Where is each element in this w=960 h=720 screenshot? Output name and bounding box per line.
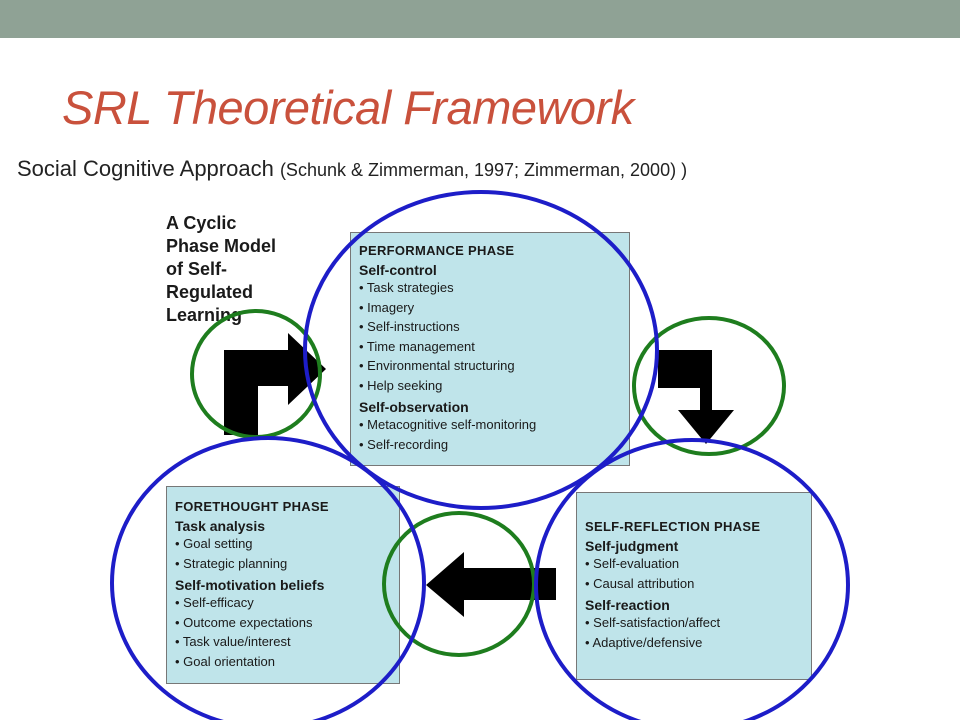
self-observation-heading: Self-observation — [359, 399, 469, 415]
list-item: • Task strategies — [359, 280, 454, 295]
forethought-phase-box: FORETHOUGHT PHASE Task analysis • Goal s… — [166, 486, 400, 684]
slide-subtitle: Social Cognitive Approach (Schunk & Zimm… — [17, 156, 687, 182]
list-item: • Self-satisfaction/affect — [585, 615, 721, 630]
subtitle-citation: (Schunk & Zimmerman, 1997; Zimmerman, 20… — [279, 160, 688, 180]
arrow-highlight-circle — [632, 316, 786, 456]
list-item: • Causal attribution — [585, 575, 695, 591]
model-label-line: Phase Model — [166, 236, 277, 256]
phase-highlight-circle — [303, 190, 659, 510]
arrow-left-icon — [426, 552, 556, 617]
self-judgment-heading: Self-judgment — [585, 538, 679, 554]
self-motivation-heading: Self-motivation beliefs — [175, 577, 325, 593]
task-analysis-heading: Task analysis — [175, 518, 266, 534]
model-label-line: A Cyclic — [166, 213, 237, 233]
self-control-heading: Self-control — [359, 262, 437, 278]
list-item: • Self-recording — [359, 436, 449, 452]
list-item: • Self-instructions — [359, 319, 460, 334]
list-item: • Self-evaluation — [585, 556, 680, 571]
list-item: • Help seeking — [359, 377, 443, 393]
list-item: • Imagery — [359, 299, 415, 315]
list-item: • Metacognitive self-monitoring — [359, 417, 537, 432]
list-item: • Task value/interest — [175, 634, 291, 649]
list-item: • Goal orientation — [175, 653, 275, 669]
model-label-line: Regulated — [166, 282, 254, 302]
list-item: • Adaptive/defensive — [585, 634, 703, 650]
model-label-line: of Self- — [166, 259, 227, 279]
top-bar — [0, 0, 960, 38]
list-item: • Self-efficacy — [175, 595, 254, 610]
self-reflection-phase-box: SELF-REFLECTION PHASE Self-judgment • Se… — [576, 492, 812, 680]
self-reaction-heading: Self-reaction — [585, 597, 670, 613]
list-item: • Time management — [359, 338, 475, 354]
self-reflection-phase-title: SELF-REFLECTION PHASE — [585, 519, 761, 534]
slide-title: SRL Theoretical Framework — [62, 81, 634, 134]
subtitle-main: Social Cognitive Approach — [17, 156, 280, 181]
list-item: • Environmental structuring — [359, 358, 515, 373]
list-item: • Goal setting — [175, 536, 253, 551]
phase-highlight-circle — [534, 438, 850, 720]
model-label: A Cyclic Phase Model of Self- Regulated … — [166, 212, 276, 327]
list-item: • Outcome expectations — [175, 614, 313, 630]
performance-phase-box: PERFORMANCE PHASE Self-control • Task st… — [350, 232, 630, 466]
arrow-highlight-circle — [382, 511, 536, 657]
forethought-phase-title: FORETHOUGHT PHASE — [175, 499, 329, 514]
arrow-up-right-icon — [224, 333, 326, 435]
phase-highlight-circle — [110, 436, 426, 720]
list-item: • Strategic planning — [175, 555, 288, 571]
arrow-right-down-icon — [658, 350, 734, 444]
performance-phase-title: PERFORMANCE PHASE — [359, 243, 515, 258]
